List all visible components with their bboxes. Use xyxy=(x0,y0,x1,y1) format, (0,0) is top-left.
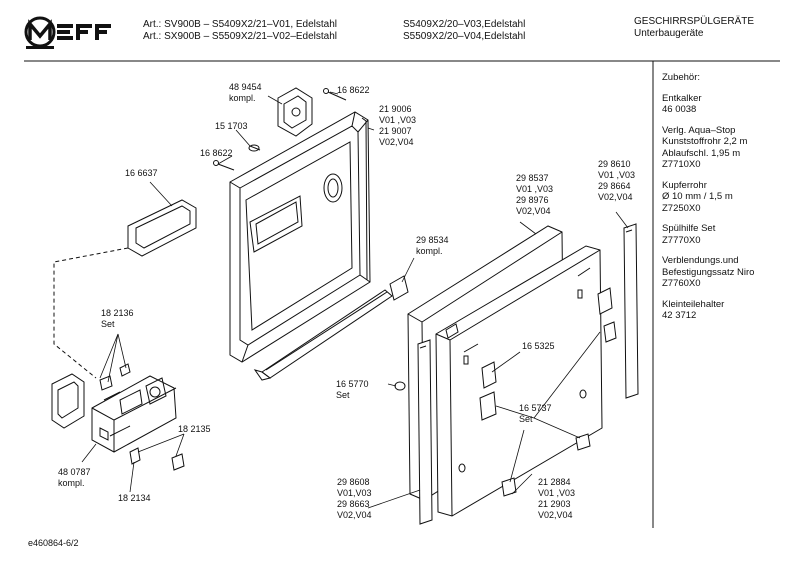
inner-door-frame xyxy=(229,111,371,363)
panel-brackets xyxy=(479,287,617,421)
part-label-298534: 29 8534 kompl. xyxy=(416,235,449,256)
accessory-item: Verlg. Aqua–Stop Kunststoffrohr 2,2 m Ab… xyxy=(662,124,748,171)
part-label-182134: 18 2134 xyxy=(118,493,151,503)
trim-strip-left xyxy=(417,339,433,525)
variant-line-1: S5409X2/20–V03,Edelstahl xyxy=(403,19,526,30)
category-line-2: Unterbaugeräte xyxy=(634,28,704,39)
accessory-item: Kleinteilehalter 42 3712 xyxy=(662,298,725,322)
side-clip xyxy=(389,275,409,301)
door-latch xyxy=(277,87,313,137)
accessory-item: Entkalker 46 0038 xyxy=(662,92,702,116)
part-label-219006: 21 9006 V01 ,V03 21 9007 V02,V04 xyxy=(379,104,417,147)
neff-logo-icon xyxy=(24,16,111,49)
part-label-212884: 21 2884 V01 ,V03 21 2903 V02,V04 xyxy=(538,477,576,520)
article-line-1: Art.: SV900B – S5409X2/21–V01, Edelstahl xyxy=(143,19,338,30)
variant-line-2: S5509X2/20–V04,Edelstahl xyxy=(403,31,526,42)
dispenser-lid xyxy=(51,373,85,429)
part-label-182136: 18 2136 Set xyxy=(101,308,134,329)
category-line-1: GESCHIRRSPÜLGERÄTE xyxy=(634,16,755,27)
accessories-panel: Zubehör: Entkalker 46 0038 Verlg. Aqua–S… xyxy=(662,72,754,322)
accessory-item: Spülhilfe Set Z7770X0 xyxy=(662,223,716,246)
part-label-166637: 16 6637 xyxy=(125,168,158,178)
accessories-title: Zubehör: xyxy=(662,72,701,83)
part-label-298537: 29 8537 V01 ,V03 29 8976 V02,V04 xyxy=(516,173,554,216)
dispenser-gasket xyxy=(127,199,197,257)
decor-panel xyxy=(435,245,603,517)
dashed-guide xyxy=(53,247,129,379)
document-id: e460864-6/2 xyxy=(28,538,79,548)
trim-strip-right xyxy=(623,223,639,399)
article-line-2: Art.: SX900B – S5509X2/21–V02–Edelstahl xyxy=(143,31,338,42)
leader-lines xyxy=(81,91,629,509)
part-label-168622-mid: 16 8622 xyxy=(200,148,233,158)
accessory-item: Verblendungs.und Befestigungssatz Niro Z… xyxy=(662,255,755,289)
part-label-168622-top: 16 8622 xyxy=(337,85,370,95)
accessory-item: Kupferrohr Ø 10 mm / 1,5 m Z7250X0 xyxy=(662,179,733,214)
screws xyxy=(213,88,347,171)
dispenser-unit xyxy=(91,375,177,453)
part-label-151703: 15 1703 xyxy=(215,121,248,131)
part-label-165325: 16 5325 xyxy=(522,341,555,351)
part-label-489454: 48 9454 kompl. xyxy=(229,82,262,103)
part-label-480787: 48 0787 kompl. xyxy=(58,467,91,488)
bottom-seal-strip xyxy=(253,289,393,381)
part-label-182135: 18 2135 xyxy=(178,424,211,434)
part-label-165737: 16 5737 Set xyxy=(519,403,552,424)
part-label-165770: 16 5770 Set xyxy=(336,379,369,400)
part-label-298608: 29 8608 V01,V03 29 8663 V02,V04 xyxy=(337,477,372,520)
neff-logo xyxy=(24,16,124,50)
hinge-small-parts xyxy=(501,477,517,497)
part-label-298610: 29 8610 V01 ,V03 29 8664 V02,V04 xyxy=(598,159,636,202)
